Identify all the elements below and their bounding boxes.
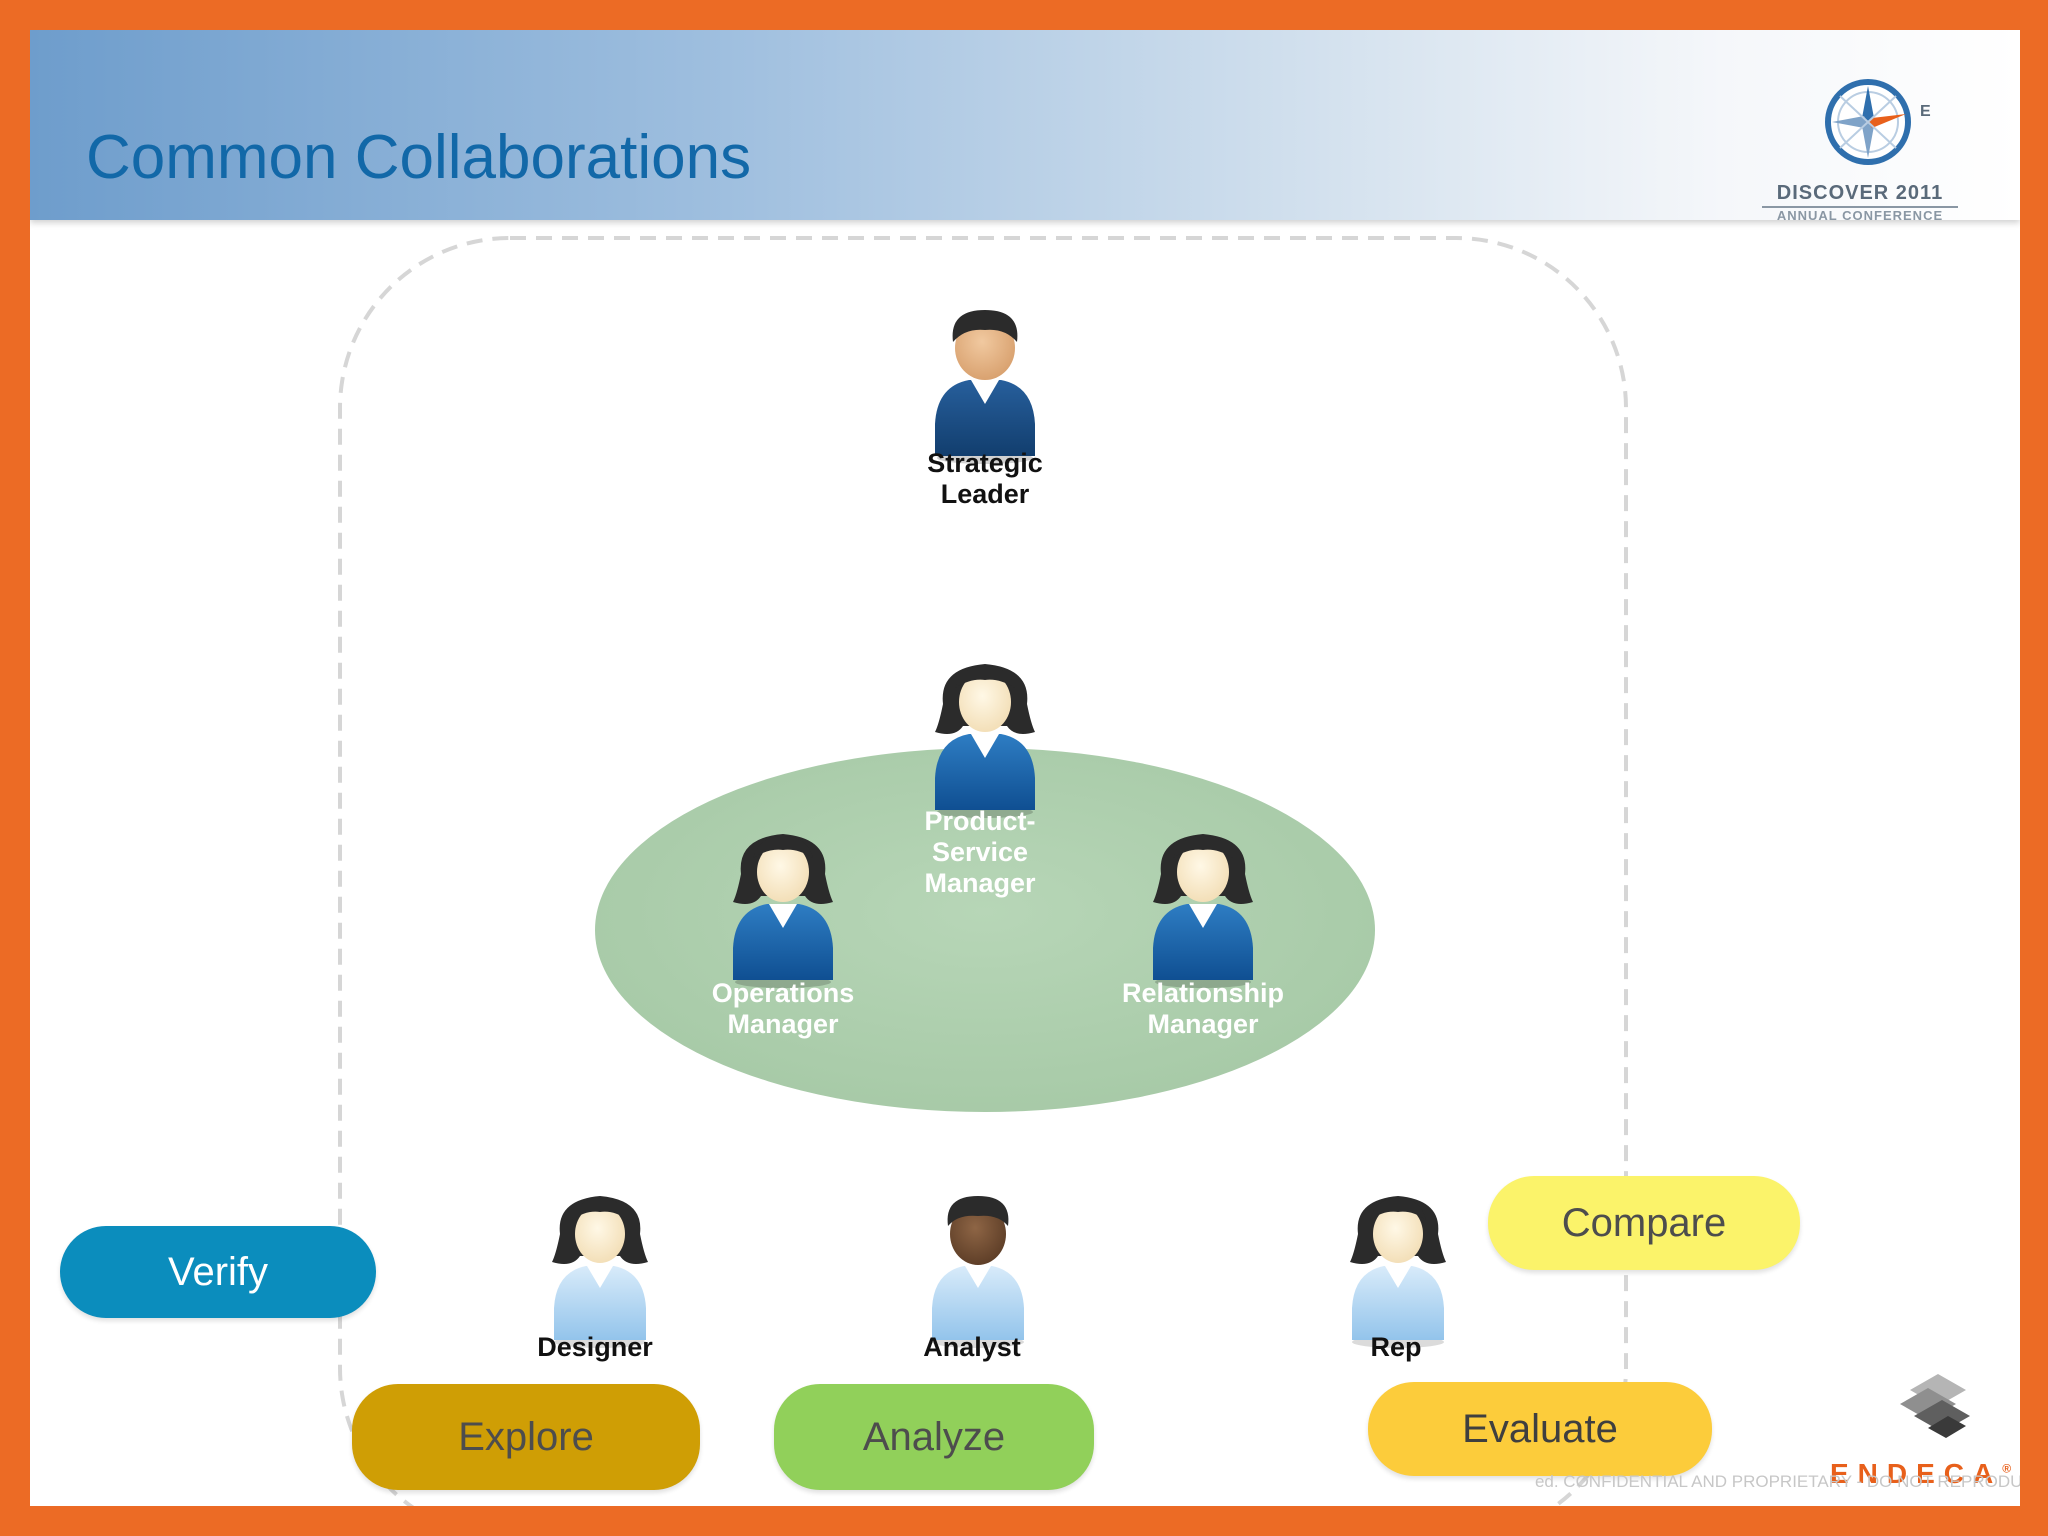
team-boundary (338, 236, 1628, 1506)
explore-button[interactable]: Explore (352, 1384, 700, 1490)
analyst-label: Analyst (923, 1332, 1021, 1362)
vendor-name-text: ENDECA (1830, 1458, 2003, 1489)
slide: Common Collaborations E DISCOVER 2011 AN… (30, 30, 2020, 1506)
vendor-logo: ENDECA® (1830, 1370, 2020, 1490)
conference-subtitle: ANNUAL CONFERENCE (1776, 208, 1944, 223)
analyze-button[interactable]: Analyze (774, 1384, 1094, 1490)
compass-icon: E (1825, 79, 1931, 165)
designer-label: Designer (537, 1332, 653, 1362)
designer-icon (552, 1196, 648, 1348)
compass-letter: E (1920, 103, 1931, 120)
relationship-manager-label: Relationship Manager (1121, 978, 1284, 1039)
evaluate-button[interactable]: Evaluate (1368, 1382, 1712, 1476)
product-service-manager-label: Product- Service Manager (924, 806, 1036, 898)
verify-button[interactable]: Verify (60, 1226, 376, 1318)
page-title: Common Collaborations (86, 123, 752, 192)
registered-mark: ® (2002, 1461, 2012, 1476)
strategic-leader-label: Strategic Leader (927, 448, 1043, 509)
confidential-note: ed. CONFIDENTIAL AND PROPRIETARY - DO NO… (1534, 1472, 2020, 1491)
conference-logo: E DISCOVER 2011 ANNUAL CONFERENCE (1760, 50, 1990, 240)
product-service-manager-icon (935, 664, 1035, 818)
operations-manager-label: Operations Manager (711, 978, 855, 1039)
conference-name: DISCOVER 2011 (1776, 182, 1944, 204)
rep-icon (1350, 1196, 1446, 1348)
conference-rule (1762, 206, 1958, 208)
header-band: Common Collaborations (30, 30, 2020, 220)
vendor-name: ENDECA® (1830, 1458, 2012, 1490)
rep-label: Rep (1370, 1332, 1422, 1362)
vendor-mark-icon (1900, 1374, 1970, 1438)
collaboration-diagram (338, 236, 1628, 1506)
compare-button[interactable]: Compare (1488, 1176, 1800, 1270)
strategic-leader-icon (935, 310, 1035, 464)
analyst-icon (932, 1196, 1024, 1348)
